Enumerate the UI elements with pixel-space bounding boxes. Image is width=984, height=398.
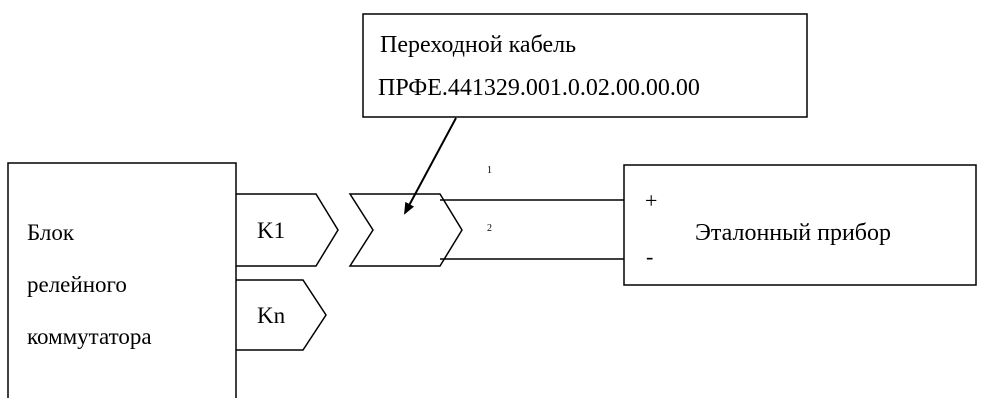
- pointer-arrow: [404, 117, 457, 215]
- reference-device-plus: +: [645, 188, 657, 213]
- reference-device-minus: -: [646, 244, 653, 269]
- pin-2-label: 2: [487, 223, 492, 234]
- output-kn-label: Kn: [257, 303, 286, 328]
- cable-label-title: Переходной кабель: [380, 32, 576, 58]
- relay-block-line2: релейного: [27, 272, 127, 297]
- output-k1: K1: [236, 193, 339, 267]
- cable-label-box: Переходной кабель ПРФЕ.441329.001.0.02.0…: [362, 13, 808, 118]
- reference-device-label: Эталонный прибор: [695, 220, 891, 246]
- pin-1-label: 1: [487, 165, 492, 176]
- output-kn: Kn: [236, 279, 327, 351]
- cable-connector: [348, 193, 463, 267]
- reference-device-box: + - Эталонный прибор: [623, 164, 977, 286]
- relay-commutator-block: Блок релейного коммутатора: [7, 162, 237, 398]
- output-k1-label: K1: [257, 218, 285, 243]
- relay-block-line1: Блок: [27, 220, 75, 245]
- relay-block-line3: коммутатора: [27, 324, 152, 349]
- cable-label-code: ПРФЕ.441329.001.0.02.00.00.00: [378, 75, 700, 101]
